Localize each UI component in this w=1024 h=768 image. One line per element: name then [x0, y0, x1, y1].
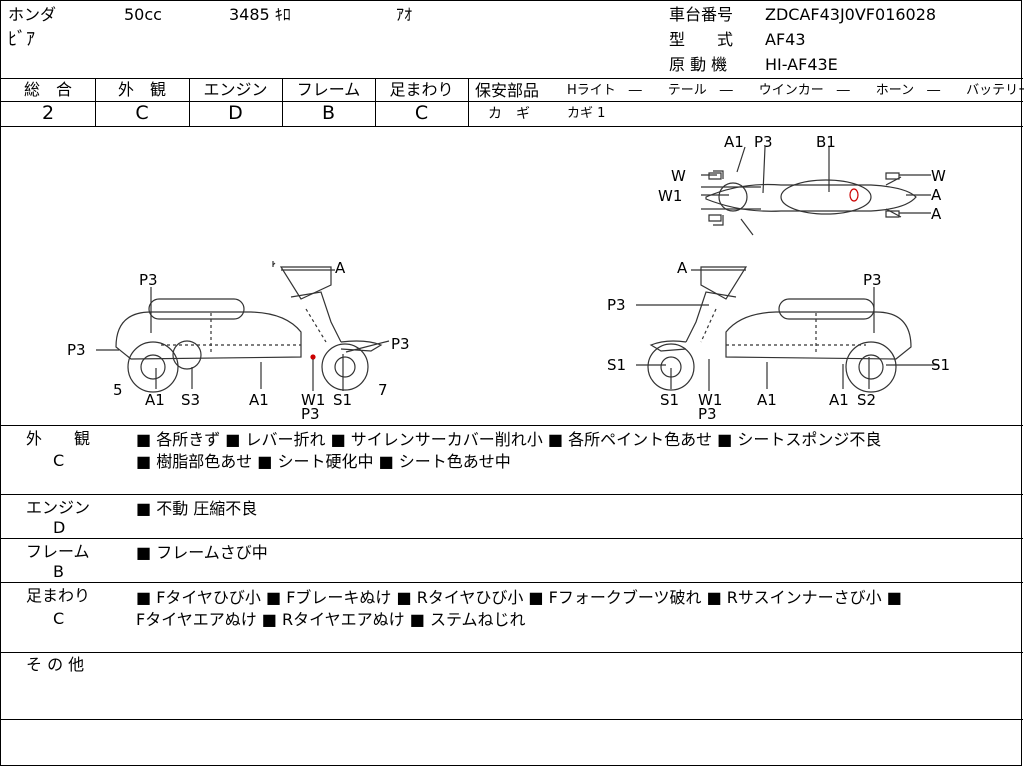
svg-text:S1: S1: [607, 356, 626, 374]
divider: [1, 101, 1023, 102]
maker: ホンダ: [8, 5, 57, 24]
svg-text:A: A: [335, 259, 346, 277]
section-suspension-title: 足まわり: [26, 586, 91, 605]
type-label: 型 式: [669, 30, 734, 49]
svg-text:S1: S1: [931, 356, 950, 374]
overall-label: 総 合: [23, 80, 72, 99]
section-engine-text: ■ 不動 圧縮不良: [136, 499, 258, 518]
divider: [1, 538, 1023, 539]
mileage: 3485 ｷﾛ: [229, 5, 291, 24]
svg-text:P3: P3: [863, 271, 882, 289]
svg-text:A: A: [931, 205, 942, 223]
divider: [1, 582, 1023, 583]
right-view-scooter: [636, 266, 939, 393]
section-suspension-grade: C: [53, 609, 65, 628]
svg-text:W1: W1: [658, 187, 682, 205]
svg-text:A1: A1: [724, 133, 744, 151]
svg-text:P3: P3: [301, 405, 320, 423]
engine-grade-label: エンジン: [203, 80, 268, 99]
svg-text:7: 7: [378, 381, 388, 399]
divider: [189, 78, 190, 126]
svg-text:P3: P3: [754, 133, 773, 151]
svg-text:S3: S3: [181, 391, 200, 409]
frame-grade-label: フレーム: [296, 80, 361, 99]
frame-number-label: 車台番号: [669, 5, 734, 24]
svg-text:S1: S1: [333, 391, 352, 409]
svg-text:S1: S1: [660, 391, 679, 409]
svg-text:P3: P3: [698, 405, 717, 423]
svg-text:A1: A1: [757, 391, 777, 409]
svg-text:W1: W1: [698, 391, 722, 409]
svg-text:W: W: [671, 167, 686, 185]
svg-text:P3: P3: [139, 271, 158, 289]
safety-label: 保安部品: [475, 81, 540, 100]
svg-text:A: A: [677, 259, 688, 277]
left-view-scooter: [96, 261, 390, 393]
divider: [1, 78, 1023, 79]
svg-text:A1: A1: [829, 391, 849, 409]
frame-number: ZDCAF43J0VF016028: [765, 5, 937, 24]
section-exterior-grade: C: [53, 451, 65, 470]
model-name: ﾋﾞｱ: [8, 29, 35, 50]
section-exterior-text: ■ 各所きず ■ レバー折れ ■ サイレンサーカバー削れ小 ■ 各所ペイント色あ…: [136, 430, 882, 472]
divider: [1, 494, 1023, 495]
type-value: AF43: [765, 30, 806, 49]
divider: [375, 78, 376, 126]
svg-text:P3: P3: [67, 341, 86, 359]
divider: [282, 78, 283, 126]
svg-text:P3: P3: [391, 335, 410, 353]
svg-text:5: 5: [113, 381, 123, 399]
section-frame-grade: B: [53, 562, 64, 581]
svg-text:B1: B1: [816, 133, 836, 151]
section-engine-grade: D: [53, 518, 66, 537]
svg-text:S2: S2: [857, 391, 876, 409]
top-view-scooter: [701, 146, 931, 236]
overall-value: 2: [41, 102, 55, 124]
suspension-grade-value: C: [414, 102, 429, 124]
displacement: 50cc: [124, 5, 162, 24]
exterior-label: 外 観: [117, 80, 166, 99]
divider: [1, 652, 1023, 653]
section-engine-title: エンジン: [26, 498, 91, 517]
damage-diagram: A1 P3 B1 W W1 W A A A P3 P3 P3 5 7 A1 S3…: [67, 133, 950, 423]
suspension-grade-label: 足まわり: [389, 80, 454, 99]
color: ｱｵ: [396, 5, 413, 24]
divider: [95, 78, 96, 126]
safety-items: Hライト ― テール ― ウインカー ― ホーン ― バッテリー ×: [567, 83, 1024, 98]
engine-value: HI-AF43E: [765, 55, 838, 74]
section-other-title: そ の 他: [26, 655, 85, 674]
svg-text:W: W: [931, 167, 946, 185]
svg-text:A: A: [931, 186, 942, 204]
section-frame-title: フレーム: [26, 542, 90, 561]
divider: [1, 126, 1023, 127]
exterior-value: C: [135, 102, 149, 124]
svg-text:P3: P3: [607, 296, 626, 314]
svg-text:W1: W1: [301, 391, 325, 409]
engine-grade-value: D: [228, 102, 243, 124]
frame-grade-value: B: [321, 102, 336, 124]
key-label: カ ギ: [488, 106, 530, 122]
key-value: カギ 1: [567, 106, 606, 121]
divider: [1, 719, 1023, 720]
svg-text:A1: A1: [249, 391, 269, 409]
section-suspension-text: ■ Fタイヤひび小 ■ Fブレーキぬけ ■ Rタイヤひび小 ■ Fフォークブーツ…: [136, 588, 902, 630]
section-exterior-title: 外 観: [26, 429, 91, 448]
section-frame-text: ■ フレームさび中: [136, 543, 268, 562]
svg-text:A1: A1: [145, 391, 165, 409]
divider: [468, 78, 469, 126]
divider: [1, 425, 1023, 426]
engine-label: 原 動 機: [669, 55, 728, 74]
